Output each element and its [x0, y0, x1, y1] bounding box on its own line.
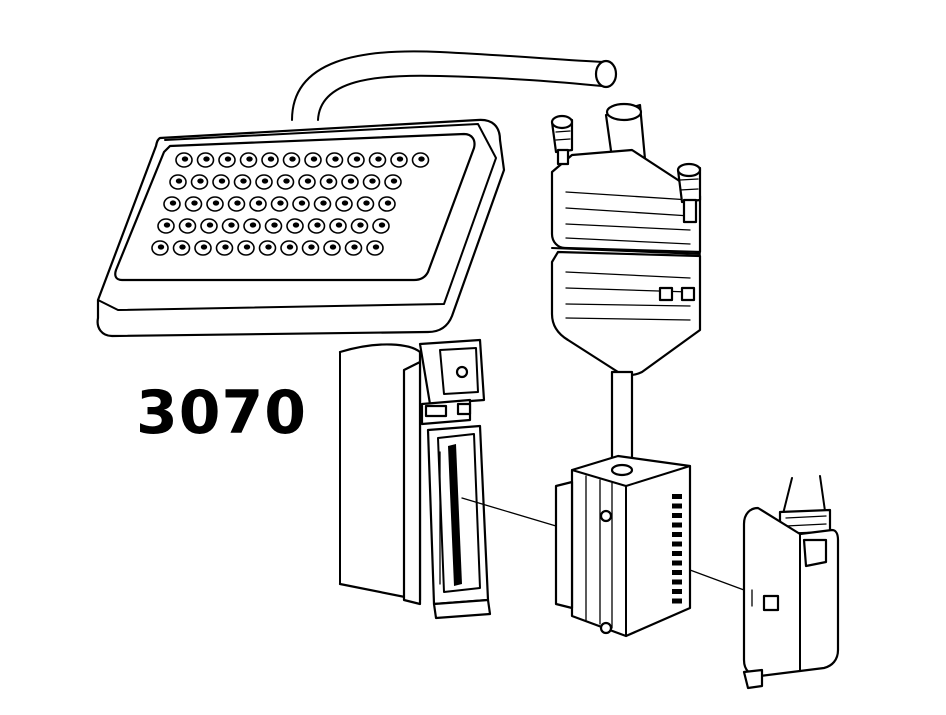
keypad-key-mark — [181, 156, 189, 162]
keypad-key-mark — [353, 156, 361, 162]
connector-pin — [672, 560, 682, 566]
keypad-key-mark — [255, 200, 263, 206]
keypad-key-mark — [347, 178, 355, 184]
keypad-key-mark — [375, 156, 382, 162]
keypad-key-mark — [335, 222, 343, 228]
keypad-key-mark — [267, 156, 275, 162]
connection-guide-lines — [461, 497, 745, 591]
keypad-key-mark — [289, 156, 296, 162]
keypad-key-mark — [249, 222, 257, 228]
keypad-cable — [291, 50, 618, 121]
keypad-key-mark — [224, 156, 232, 162]
keypad-key-mark — [179, 244, 186, 250]
keypad-key-mark — [222, 244, 229, 250]
keypad-key-mark — [418, 156, 425, 162]
keypad-key-mark — [206, 222, 214, 228]
dsub-connector-upper — [550, 102, 702, 377]
connector-pin — [672, 532, 682, 537]
connector-pin — [672, 598, 682, 604]
keypad-key-mark — [157, 244, 165, 250]
keypad-key-mark — [378, 222, 386, 228]
keypad-key-mark — [341, 200, 349, 206]
connector-pin — [672, 513, 682, 518]
keypad-key-mark — [351, 244, 358, 250]
host-unit — [338, 338, 492, 620]
edge-connector-module — [554, 454, 692, 638]
model-label: 3070 — [136, 378, 307, 448]
keypad-key-mark — [332, 156, 339, 162]
keypad-key-mark — [396, 156, 404, 162]
keypad-key-mark — [283, 178, 290, 184]
connector-pin — [672, 579, 682, 585]
connector-pin — [672, 494, 682, 499]
keypad-key-mark — [320, 200, 327, 206]
keypad-key-mark — [175, 178, 183, 184]
keypad-key-mark — [200, 244, 208, 250]
keypad-key-mark — [243, 244, 251, 250]
keypad-keys — [151, 152, 430, 256]
keypad-key-mark — [271, 222, 278, 228]
keypad-key-mark — [191, 200, 198, 206]
keypad-key-mark — [246, 156, 253, 162]
keypad-key-mark — [240, 178, 247, 184]
keypad-key-mark — [308, 244, 315, 250]
keypad-key-mark — [228, 222, 235, 228]
connector-pin — [672, 589, 682, 594]
connector-pin — [672, 551, 682, 556]
keypad-key-mark — [286, 244, 294, 250]
connector-pin — [672, 541, 682, 547]
keypad-key-mark — [372, 244, 380, 250]
keypad-key-mark — [261, 178, 269, 184]
keypad-key-mark — [218, 178, 226, 184]
keypad-key-mark — [265, 244, 272, 250]
keypad-key-mark — [384, 200, 392, 206]
connector-pin — [672, 570, 682, 575]
keypad-key-mark — [212, 200, 220, 206]
cable-plug — [742, 475, 840, 690]
keypad-key-mark — [326, 178, 333, 184]
keypad-key-mark — [310, 156, 318, 162]
keypad-key-mark — [363, 200, 370, 206]
keypad-key-mark — [390, 178, 398, 184]
keypad-key-mark — [203, 156, 210, 162]
keypad-key-mark — [314, 222, 321, 228]
connector-pin — [672, 503, 682, 509]
connector-pin — [672, 522, 682, 528]
connector-cable — [610, 370, 634, 472]
keypad-key-mark — [169, 200, 177, 206]
keypad-key-mark — [357, 222, 364, 228]
keypad-key-mark — [234, 200, 241, 206]
keypad-key-mark — [197, 178, 204, 184]
connector-pins — [672, 494, 682, 604]
keypad-key-mark — [369, 178, 376, 184]
keypad-key-mark — [185, 222, 192, 228]
keypad-key-mark — [163, 222, 171, 228]
keypad-key-mark — [329, 244, 337, 250]
keypad-key-mark — [304, 178, 312, 184]
keypad-key-mark — [277, 200, 284, 206]
keypad-key-mark — [292, 222, 300, 228]
keypad-key-mark — [298, 200, 306, 206]
keypad — [96, 118, 506, 338]
